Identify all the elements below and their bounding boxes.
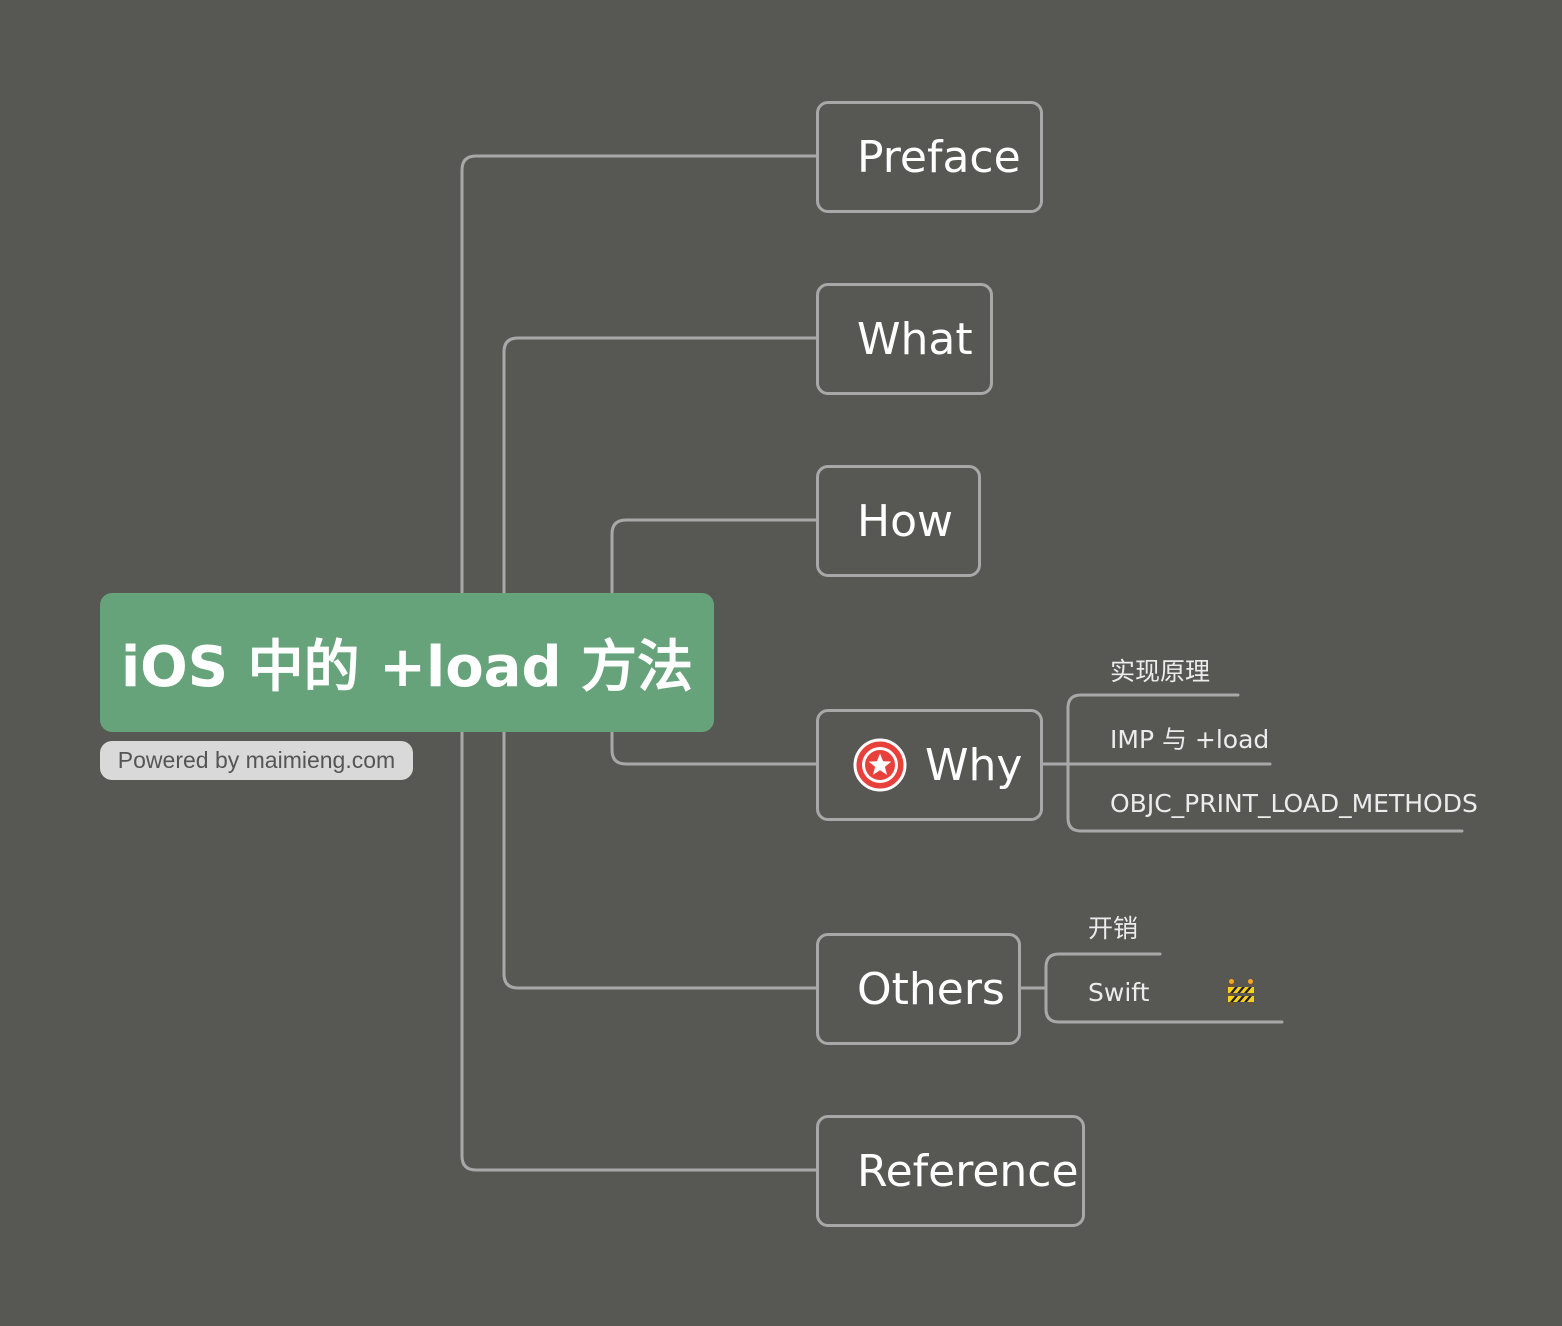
topic-how[interactable]: How <box>816 465 981 577</box>
link-sub-swift <box>1044 986 1284 1024</box>
topic-why[interactable]: Why <box>816 709 1043 821</box>
topic-others[interactable]: Others <box>816 933 1021 1045</box>
topic-label: What <box>857 313 973 365</box>
powered-by-badge: Powered by maimieng.com <box>100 741 413 780</box>
powered-by-text: Powered by maimieng.com <box>117 747 396 773</box>
link-how <box>610 518 818 595</box>
central-topic[interactable]: iOS 中的 +load 方法 <box>100 593 714 732</box>
link-others <box>502 730 818 990</box>
topic-label: Preface <box>857 131 1021 183</box>
topic-preface[interactable]: Preface <box>816 101 1043 213</box>
topic-what[interactable]: What <box>816 283 993 395</box>
subtopic-imp-load[interactable]: IMP 与 +load <box>1110 725 1270 754</box>
link-reference <box>460 730 818 1172</box>
link-why <box>610 730 818 766</box>
topic-label: Reference <box>857 1145 1079 1197</box>
topic-label: How <box>857 495 953 547</box>
topic-label: Why <box>925 739 1023 791</box>
central-topic-label: iOS 中的 +load 方法 <box>120 635 694 700</box>
link-sub-principle <box>1066 693 1240 766</box>
subtopic-principle[interactable]: 实现原理 <box>1110 657 1211 686</box>
link-sub-cost <box>1044 952 1162 990</box>
link-what <box>502 336 818 595</box>
topic-label: Others <box>857 963 1005 1015</box>
subtopic-cost[interactable]: 开销 <box>1088 914 1139 943</box>
star-icon <box>853 738 907 792</box>
construction-icon <box>1228 979 1254 1006</box>
link-preface <box>460 154 818 595</box>
topic-reference[interactable]: Reference <box>816 1115 1085 1227</box>
link-sub-objc <box>1066 762 1464 833</box>
subtopic-swift[interactable]: Swift <box>1088 978 1150 1007</box>
subtopic-objc-print-load-methods[interactable]: OBJC_PRINT_LOAD_METHODS <box>1110 789 1478 818</box>
